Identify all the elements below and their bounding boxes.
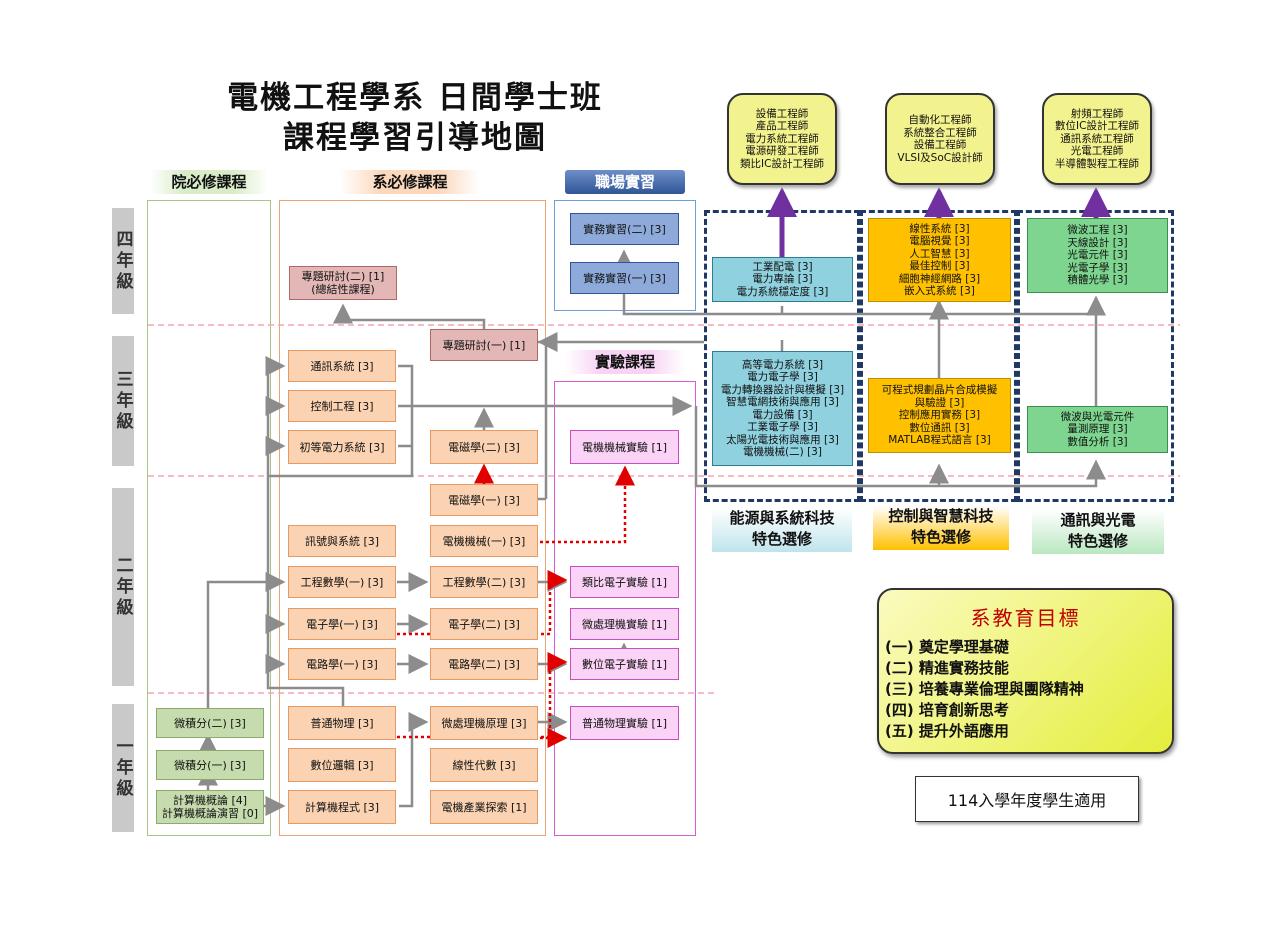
course-micro-lab: 微處理機實驗 [1] <box>570 608 679 640</box>
electives-comm-y4: 微波工程 [3] 天線設計 [3] 光電元件 [3] 光電子學 [3] 積體光學… <box>1027 218 1168 293</box>
course-calc1: 微積分(一) [3] <box>156 750 264 780</box>
year-1-label: 一年級 <box>112 704 134 832</box>
specialty-comm: 通訊與光電 特色選修 <box>1032 510 1164 554</box>
course-intern1: 實務實習(一) [3] <box>570 262 679 294</box>
career-comm: 射頻工程師 數位IC設計工程師 通訊系統工程師 光電工程師 半導體製程工程師 <box>1042 93 1152 185</box>
course-circuits2: 電路學(二) [3] <box>430 648 538 680</box>
applicable-year-note: 114入學年度學生適用 <box>915 776 1139 822</box>
goal-item: (五) 提升外語應用 <box>885 722 1009 740</box>
course-digital-logic: 數位邏輯 [3] <box>288 748 396 782</box>
course-electronics1: 電子學(一) [3] <box>288 608 396 640</box>
course-em2: 電磁學(二) [3] <box>430 430 538 464</box>
course-project2: 專題研討(二) [1] (總結性課程) <box>289 266 397 300</box>
college-column <box>147 200 271 836</box>
header-lab: 實驗課程 <box>565 350 685 374</box>
goal-item: (四) 培育創新思考 <box>885 701 1009 719</box>
course-intro-power: 初等電力系統 [3] <box>288 430 396 464</box>
course-comm-sys: 通訊系統 [3] <box>288 350 396 382</box>
course-physics: 普通物理 [3] <box>288 706 396 740</box>
course-analog-lab: 類比電子實驗 [1] <box>570 566 679 598</box>
electives-control-y4: 線性系統 [3] 電腦視覺 [3] 人工智慧 [3] 最佳控制 [3] 細胞神經… <box>868 218 1011 302</box>
course-circuits1: 電路學(一) [3] <box>288 648 396 680</box>
goal-item: (一) 奠定學理基礎 <box>885 638 1009 656</box>
course-intern2: 實務實習(二) [3] <box>570 213 679 245</box>
electives-comm-y3: 微波與光電元件 量測原理 [3] 數值分析 [3] <box>1027 406 1168 453</box>
course-physics-lab: 普通物理實驗 [1] <box>570 706 679 740</box>
year-4-label: 四年級 <box>112 208 134 314</box>
education-goals-title: 系教育目標 <box>970 606 1081 630</box>
goal-item: (三) 培養專業倫理與團隊精神 <box>885 680 1084 698</box>
course-eng-math2: 工程數學(二) [3] <box>430 566 538 598</box>
goal-item: (二) 精進實務技能 <box>885 659 1009 677</box>
electives-energy-y4: 工業配電 [3] 電力專論 [3] 電力系統穩定度 [3] <box>712 257 853 302</box>
page-title-line1: 電機工程學系 日間學士班 <box>227 80 603 116</box>
course-intro-cs: 計算機概論 [4] 計算機概論演習 [0] <box>156 790 264 824</box>
course-project1: 專題研討(一) [1] <box>430 329 538 361</box>
career-energy: 設備工程師 產品工程師 電力系統工程師 電源研發工程師 類比IC設計工程師 <box>727 93 837 185</box>
year-2-label: 二年級 <box>112 488 134 686</box>
course-machine-lab: 電機機械實驗 [1] <box>570 430 679 464</box>
course-eng-math1: 工程數學(一) [3] <box>288 566 396 598</box>
course-em1: 電磁學(一) [3] <box>430 484 538 516</box>
course-signals: 訊號與系統 [3] <box>288 525 396 557</box>
header-internship: 職場實習 <box>565 170 685 194</box>
course-control-eng: 控制工程 [3] <box>288 390 396 422</box>
electives-energy-y3: 高等電力系統 [3] 電力電子學 [3] 電力轉換器設計與模擬 [3] 智慧電網… <box>712 351 853 466</box>
header-dept-required: 系必修課程 <box>340 170 480 194</box>
specialty-control: 控制與智慧科技 特色選修 <box>873 506 1009 550</box>
course-digital-lab: 數位電子實驗 [1] <box>570 648 679 680</box>
course-microproc: 微處理機原理 [3] <box>430 706 538 740</box>
lab-column <box>554 381 696 836</box>
page-title-line2: 課程學習引導地圖 <box>283 120 547 156</box>
course-electronics2: 電子學(二) [3] <box>430 608 538 640</box>
education-goals-panel: 系教育目標 (一) 奠定學理基礎 (二) 精進實務技能 (三) 培養專業倫理與團… <box>877 588 1174 754</box>
year-3-label: 三年級 <box>112 336 134 466</box>
course-calc2: 微積分(二) [3] <box>156 708 264 738</box>
header-college-required: 院必修課程 <box>150 170 268 194</box>
career-control: 自動化工程師 系統整合工程師 設備工程師 VLSI及SoC設計師 <box>885 93 995 185</box>
dept-column <box>279 200 546 836</box>
course-machine1: 電機機械(一) [3] <box>430 525 538 557</box>
education-goals-list: (一) 奠定學理基礎 (二) 精進實務技能 (三) 培養專業倫理與團隊精神 (四… <box>879 637 1172 742</box>
course-linear-alg: 線性代數 [3] <box>430 748 538 782</box>
course-ee-explore: 電機產業探索 [1] <box>430 790 538 824</box>
course-programming: 計算機程式 [3] <box>288 790 396 824</box>
specialty-energy: 能源與系統科技 特色選修 <box>712 508 852 552</box>
electives-control-y3: 可程式規劃晶片合成模擬 與驗證 [3] 控制應用實務 [3] 數位通訊 [3] … <box>868 378 1011 453</box>
